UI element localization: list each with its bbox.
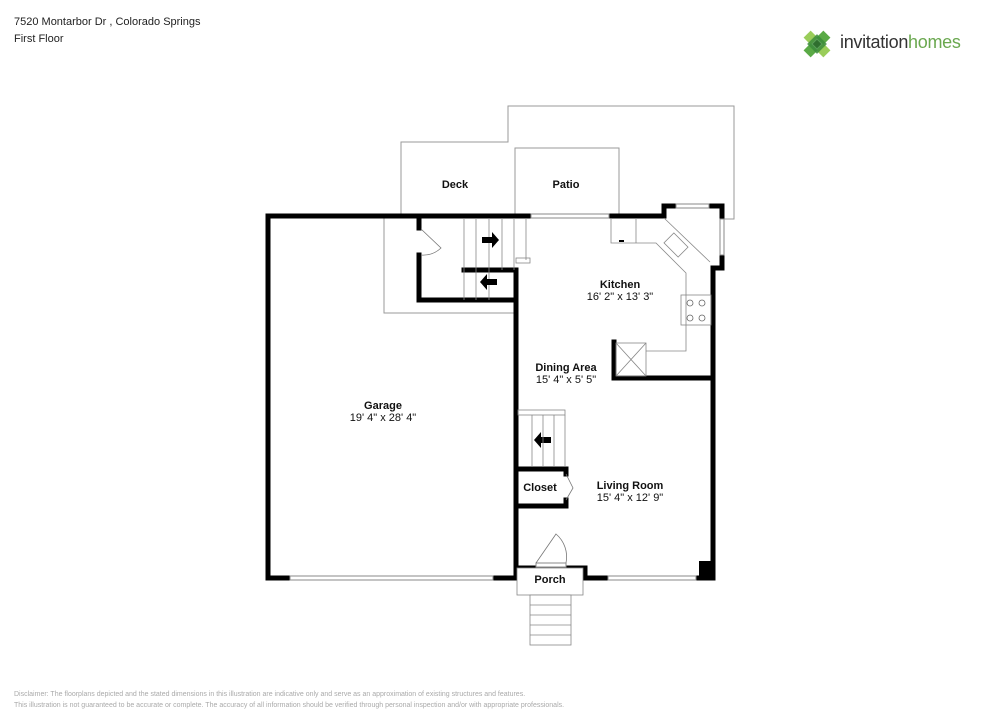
walls xyxy=(265,203,725,581)
clover-tile-icon xyxy=(803,30,831,58)
doors xyxy=(420,228,574,564)
cooktop-burners xyxy=(686,299,706,322)
floor-label: First Floor xyxy=(14,33,64,45)
stair-arrows xyxy=(480,232,551,448)
room-porch: Porch xyxy=(534,574,565,586)
room-name: Garage xyxy=(364,400,402,412)
stairs-upper xyxy=(463,218,531,300)
room-living-room: Living Room 15' 4" x 12' 9" xyxy=(597,480,664,504)
windows xyxy=(289,203,725,581)
kitchen-counters xyxy=(610,217,712,377)
invitation-homes-logo: invitationhomes xyxy=(798,26,988,62)
room-kitchen: Kitchen 16' 2" x 13' 3" xyxy=(587,279,653,303)
room-garage: Garage 19' 4" x 28' 4" xyxy=(350,400,416,424)
room-name: Porch xyxy=(534,574,566,586)
logo-wordmark: invitationhomes xyxy=(840,32,961,53)
arrow-left-icon xyxy=(480,274,497,290)
room-dimensions: 16' 2" x 13' 3" xyxy=(586,291,654,303)
room-name: Dining Area xyxy=(535,362,597,374)
arrow-right-icon xyxy=(482,232,499,248)
dishwasher-mark xyxy=(619,240,624,242)
room-closet: Closet xyxy=(523,482,557,494)
disclaimer-line-1: Disclaimer: The floorplans depicted and … xyxy=(14,691,526,698)
room-name: Closet xyxy=(523,482,557,494)
room-dimensions: 19' 4" x 28' 4" xyxy=(349,412,417,424)
room-name: Living Room xyxy=(596,480,664,492)
room-deck: Deck xyxy=(442,179,468,191)
arrow-left-icon xyxy=(534,432,551,448)
porch-steps xyxy=(516,567,584,646)
room-name: Patio xyxy=(552,179,580,191)
column-block xyxy=(699,561,713,578)
room-dimensions: 15' 4" x 12' 9" xyxy=(596,492,664,504)
room-name: Deck xyxy=(441,179,469,191)
property-address: 7520 Montarbor Dr , Colorado Springs xyxy=(14,16,201,28)
logo-word-homes: homes xyxy=(908,32,961,52)
logo-word-invitation: invitation xyxy=(840,32,909,52)
exterior-outlines xyxy=(383,105,735,314)
room-patio: Patio xyxy=(553,179,580,191)
disclaimer-line-2: This illustration is not guaranteed to b… xyxy=(14,702,565,709)
room-name: Kitchen xyxy=(599,279,641,291)
room-dimensions: 15' 4" x 5' 5" xyxy=(535,374,597,386)
stairs-living xyxy=(517,409,566,466)
room-dining-area: Dining Area 15' 4" x 5' 5" xyxy=(535,362,596,386)
